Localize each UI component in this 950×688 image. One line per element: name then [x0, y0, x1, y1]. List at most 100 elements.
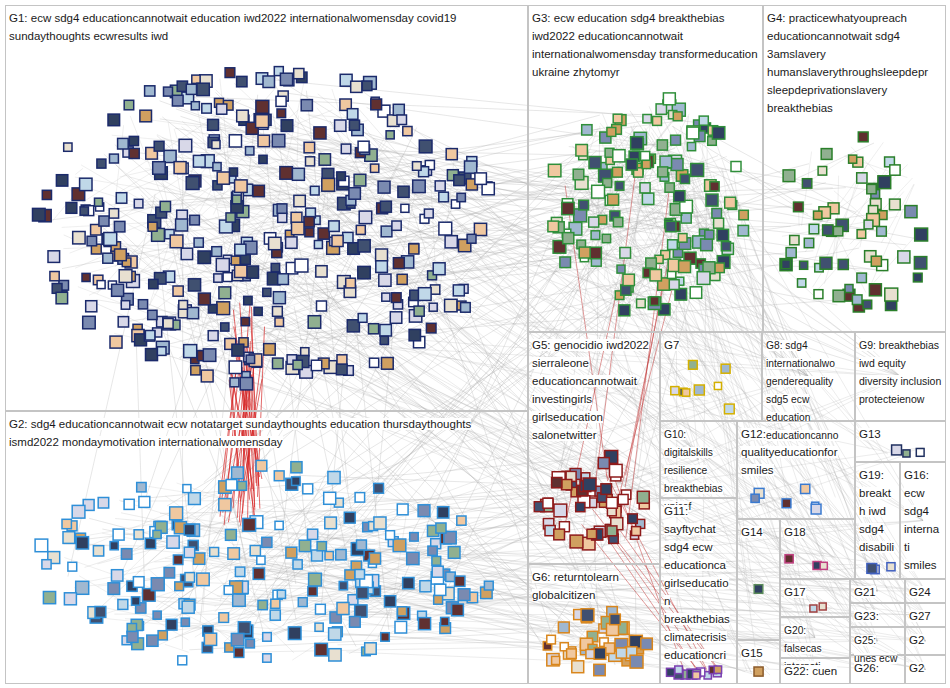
- vertex-icon: [371, 164, 379, 172]
- vertex-icon: [687, 126, 699, 138]
- vertex-icon: [208, 305, 217, 314]
- edge-line: [268, 521, 923, 570]
- edge-line: [165, 558, 926, 641]
- vertex-icon: [820, 562, 827, 569]
- vertex-icon: [189, 493, 201, 505]
- vertex-icon: [163, 317, 176, 330]
- vertex-icon: [164, 568, 175, 579]
- vertex-icon: [278, 274, 289, 285]
- vertex-icon: [50, 272, 59, 281]
- vertex-icon: [104, 233, 117, 246]
- vertex-icon: [441, 617, 449, 625]
- vertex-icon: [833, 290, 845, 302]
- vertex-icon: [164, 150, 176, 162]
- vertex-icon: [431, 285, 440, 294]
- edge-line: [163, 180, 926, 591]
- vertex-icon: [650, 270, 661, 281]
- vertex-icon: [370, 358, 379, 367]
- vertex-icon: [170, 507, 183, 520]
- edge-line: [319, 330, 878, 615]
- edge-line: [364, 553, 447, 613]
- vertex-icon: [613, 114, 622, 123]
- vertex-icon: [112, 284, 124, 296]
- vertex-icon: [780, 259, 792, 271]
- edge-line: [229, 584, 704, 675]
- vertex-icon: [109, 209, 118, 218]
- vertex-icon: [174, 162, 186, 174]
- vertex-icon: [238, 622, 250, 634]
- vertex-icon: [149, 279, 158, 288]
- vertex-icon: [658, 167, 668, 177]
- edge-line: [204, 598, 681, 671]
- vertex-icon: [681, 213, 691, 223]
- vertex-icon: [601, 484, 612, 495]
- vertex-icon: [820, 257, 832, 269]
- edge-line: [320, 129, 600, 196]
- vertex-icon: [355, 493, 365, 503]
- vertex-icon: [191, 366, 200, 375]
- edge-line: [185, 90, 365, 232]
- vertex-icon: [637, 299, 646, 308]
- vertex-icon: [350, 617, 361, 628]
- vertex-icon: [867, 184, 876, 193]
- vertex-icon: [439, 222, 452, 235]
- group-box: G13: [855, 421, 946, 462]
- vertex-icon: [666, 221, 676, 231]
- vertex-icon: [397, 115, 407, 125]
- vertex-icon: [409, 329, 420, 340]
- vertex-icon: [374, 517, 386, 529]
- vertex-icon: [183, 485, 191, 493]
- vertex-icon: [678, 234, 687, 243]
- vertex-icon: [328, 472, 340, 484]
- vertex-icon: [782, 499, 791, 508]
- vertex-icon: [281, 120, 293, 132]
- vertex-icon: [369, 324, 379, 334]
- vertex-icon: [225, 68, 235, 78]
- vertex-icon: [390, 312, 402, 324]
- edge-line: [133, 298, 593, 488]
- vertex-icon: [892, 445, 902, 455]
- vertex-icon: [579, 247, 590, 258]
- vertex-icon: [365, 643, 377, 655]
- vertex-icon: [379, 274, 391, 286]
- vertex-icon: [554, 504, 567, 517]
- vertex-icon: [305, 228, 314, 237]
- vertex-icon: [232, 344, 244, 356]
- vertex-icon: [163, 319, 173, 329]
- vertex-icon: [467, 234, 476, 243]
- edge-line: [672, 126, 796, 202]
- group-label: G23:: [854, 610, 879, 622]
- vertex-icon: [821, 149, 832, 160]
- vertex-icon: [194, 238, 203, 247]
- vertex-icon: [668, 240, 678, 250]
- group-box: G19: breakth iwd sdg4 disabili: [855, 462, 900, 579]
- vertex-icon: [397, 504, 408, 515]
- vertex-icon: [170, 235, 183, 248]
- vertex-icon: [226, 530, 237, 541]
- vertex-icon: [187, 308, 198, 319]
- vertex-icon: [594, 664, 605, 675]
- edge-line: [318, 94, 452, 204]
- vertex-icon: [274, 471, 284, 481]
- vertex-icon: [263, 654, 271, 662]
- vertex-icon: [852, 295, 862, 305]
- vertex-icon: [663, 93, 675, 105]
- edge-line: [260, 79, 697, 123]
- vertex-icon: [562, 480, 572, 490]
- vertex-icon: [794, 202, 804, 212]
- vertex-icon: [230, 378, 239, 387]
- vertex-icon: [683, 389, 690, 396]
- vertex-icon: [97, 281, 105, 289]
- vertex-icon: [693, 672, 700, 679]
- vertex-icon: [246, 355, 254, 363]
- edge-line: [389, 164, 809, 275]
- vertex-icon: [343, 232, 353, 242]
- vertex-icon: [697, 272, 710, 285]
- edge-line: [379, 204, 812, 247]
- vertex-icon: [229, 168, 237, 176]
- vertex-icon: [286, 237, 297, 248]
- group-box: G2: [905, 627, 946, 655]
- vertex-icon: [393, 539, 406, 552]
- vertex-icon: [212, 247, 222, 257]
